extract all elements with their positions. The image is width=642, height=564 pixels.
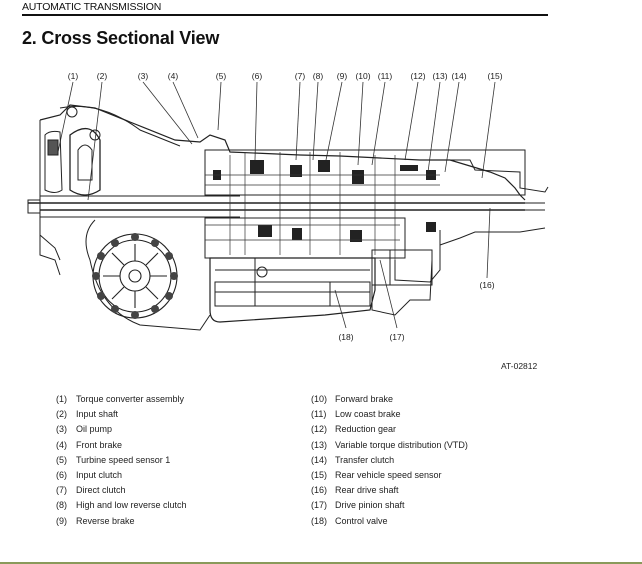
callout-13: (13) [432,71,448,81]
legend-left-column: (1)Torque converter assembly (2)Input sh… [56,392,187,529]
legend-item: (6)Input clutch [56,469,123,480]
legend-item: (17)Drive pinion shaft [311,500,405,511]
header-divider [22,14,548,16]
differential-gear [92,233,178,319]
callout-6: (6) [251,71,263,81]
callout-10: (10) [355,71,371,81]
section-header: AUTOMATIC TRANSMISSION [22,1,162,13]
legend-item: (10)Forward brake [311,394,394,404]
callout-2: (2) [96,71,108,81]
callout-12: (12) [410,71,426,81]
callout-16: (16) [479,280,495,290]
callout-8: (8) [312,71,324,81]
transmission-drawing [27,81,549,331]
callout-7: (7) [294,71,306,81]
legend-item: (4)Front brake [56,439,123,450]
legend-item: (5)Turbine speed sensor 1 [56,454,171,465]
legend-item: (9)Reverse brake [56,515,135,526]
callout-3: (3) [137,71,149,81]
callout-1: (1) [67,71,79,81]
legend-item: (3)Oil pump [56,424,113,435]
leader-lines [57,81,496,329]
legend-item: (11)Low coast brake [311,409,401,420]
callout-14: (14) [451,71,467,81]
legend-item: (15)Rear vehicle speed sensor [311,469,442,480]
legend-item: (18)Control valve [311,515,388,526]
legend-item: (13)Variable torque distribution (VTD) [311,439,468,450]
callout-9: (9) [336,71,348,81]
callout-5: (5) [215,71,227,81]
figure-id: AT-02812 [501,361,538,371]
legend-item: (2)Input shaft [56,409,119,420]
cross-section-figure: (1) (2) (3) (4) (5) (6) (7) (8) (9) (10)… [0,60,642,380]
callout-17: (17) [389,332,405,342]
legend-item: (14)Transfer clutch [311,454,395,465]
legend-item: (7)Direct clutch [56,485,126,496]
control-valve-drawing [209,257,376,323]
page-title: 2. Cross Sectional View [22,28,220,48]
footer-divider [0,562,642,564]
callout-15: (15) [487,71,503,81]
legend-item: (16)Rear drive shaft [311,485,399,496]
legend-item: (1)Torque converter assembly [56,394,185,404]
legend-item: (12)Reduction gear [311,424,397,435]
legend-right-column: (10)Forward brake (11)Low coast brake (1… [311,392,468,529]
callout-18: (18) [338,332,354,342]
callout-4: (4) [167,71,179,81]
legend-item: (8)High and low reverse clutch [56,500,187,511]
callout-11: (11) [377,71,393,81]
